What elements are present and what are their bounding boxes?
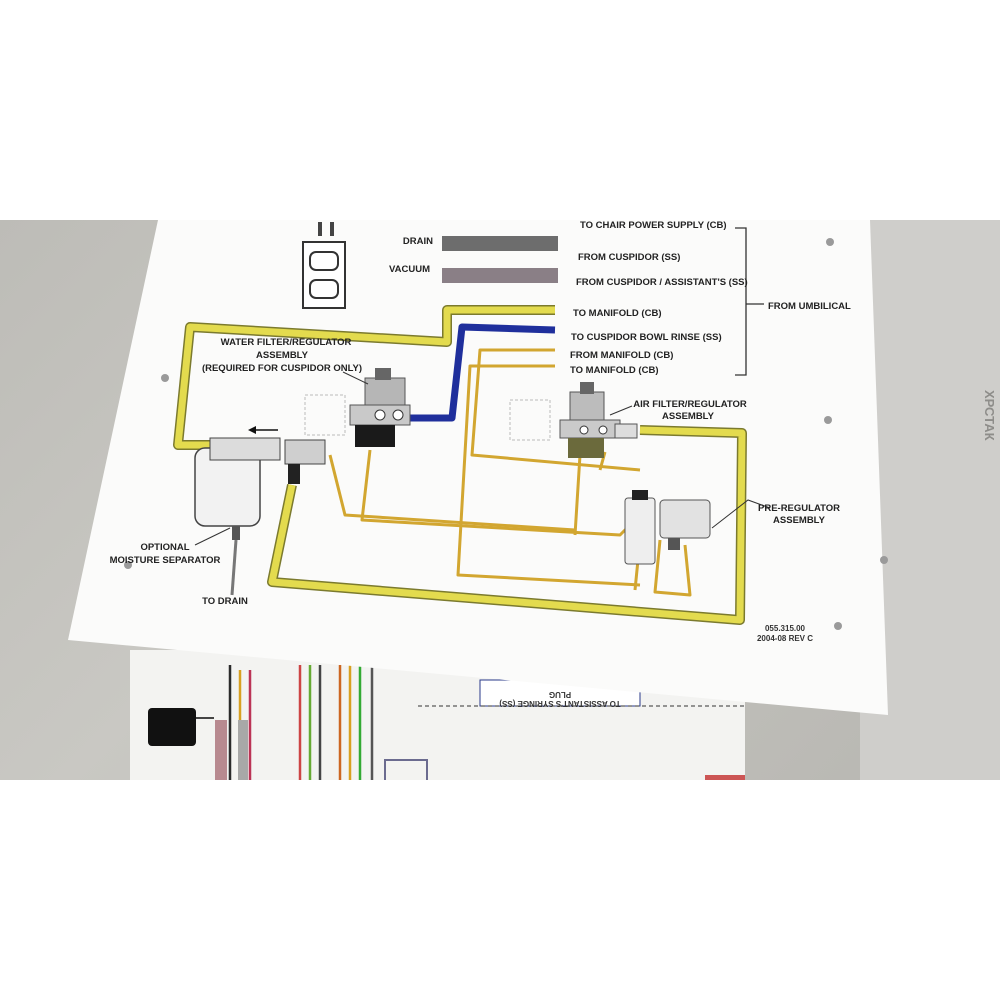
label-to-drain: TO DRAIN xyxy=(202,596,248,607)
label-air-filter-1: AIR FILTER/REGULATOR xyxy=(633,399,747,410)
lower-text-plug: PLUG xyxy=(549,690,571,699)
line-to-cuspidor-bowl: TO CUSPIDOR BOWL RINSE (SS) xyxy=(571,332,722,343)
pre-regulator xyxy=(624,490,711,565)
outlet-icon xyxy=(302,222,346,309)
doc-number: 055.315.00 xyxy=(765,624,806,633)
main-sheet xyxy=(68,220,888,715)
label-moisture-2: MOISTURE SEPARATOR xyxy=(110,555,221,566)
moisture-separator xyxy=(194,426,326,596)
label-water-filter-1: WATER FILTER/REGULATOR xyxy=(221,337,352,348)
lower-text-syringe: TO ASSISTANT'S SYRINGE (SS) xyxy=(499,699,621,708)
vacuum-legend-bar xyxy=(442,268,558,283)
legend-drain-label: DRAIN xyxy=(403,236,433,247)
drain-legend-bar xyxy=(442,236,558,251)
photo-background: ХРСТАК PLUG TO ASSISTANT'S SYRINGE (SS) xyxy=(0,220,1000,780)
line-to-manifold: TO MANIFOLD (CB) xyxy=(573,308,661,319)
label-pre-regulator-2: ASSEMBLY xyxy=(773,515,826,526)
line-to-manifold-2: TO MANIFOLD (CB) xyxy=(570,365,658,376)
legend-vacuum-label: VACUUM xyxy=(389,264,430,275)
wall-marking: ХРСТАК xyxy=(982,390,997,441)
yellow-tube-loop xyxy=(268,426,746,624)
air-filter-regulator xyxy=(509,382,638,458)
line-chair-power: TO CHAIR POWER SUPPLY (CB) xyxy=(580,220,727,231)
label-pre-regulator-1: PRE-REGULATOR xyxy=(758,503,840,514)
doc-revision: 2004-08 REV C xyxy=(757,634,813,643)
line-from-cuspidor-assistant: FROM CUSPIDOR / ASSISTANT'S (SS) xyxy=(576,277,748,288)
yellow-tube-manifold xyxy=(174,306,555,449)
blue-tube xyxy=(410,323,556,422)
line-from-cuspidor: FROM CUSPIDOR (SS) xyxy=(578,252,680,263)
water-filter-regulator xyxy=(304,368,411,447)
label-moisture-1: OPTIONAL xyxy=(140,542,189,553)
label-water-filter-2: ASSEMBLY xyxy=(256,350,309,361)
label-water-filter-3: (REQUIRED FOR CUSPIDOR ONLY) xyxy=(202,363,362,374)
screws xyxy=(124,238,888,630)
plumbing-diagram: ХРСТАК PLUG TO ASSISTANT'S SYRINGE (SS) xyxy=(68,220,1000,780)
label-air-filter-2: ASSEMBLY xyxy=(662,411,715,422)
line-from-manifold: FROM MANIFOLD (CB) xyxy=(570,350,673,361)
line-from-umbilical: FROM UMBILICAL xyxy=(768,301,851,312)
